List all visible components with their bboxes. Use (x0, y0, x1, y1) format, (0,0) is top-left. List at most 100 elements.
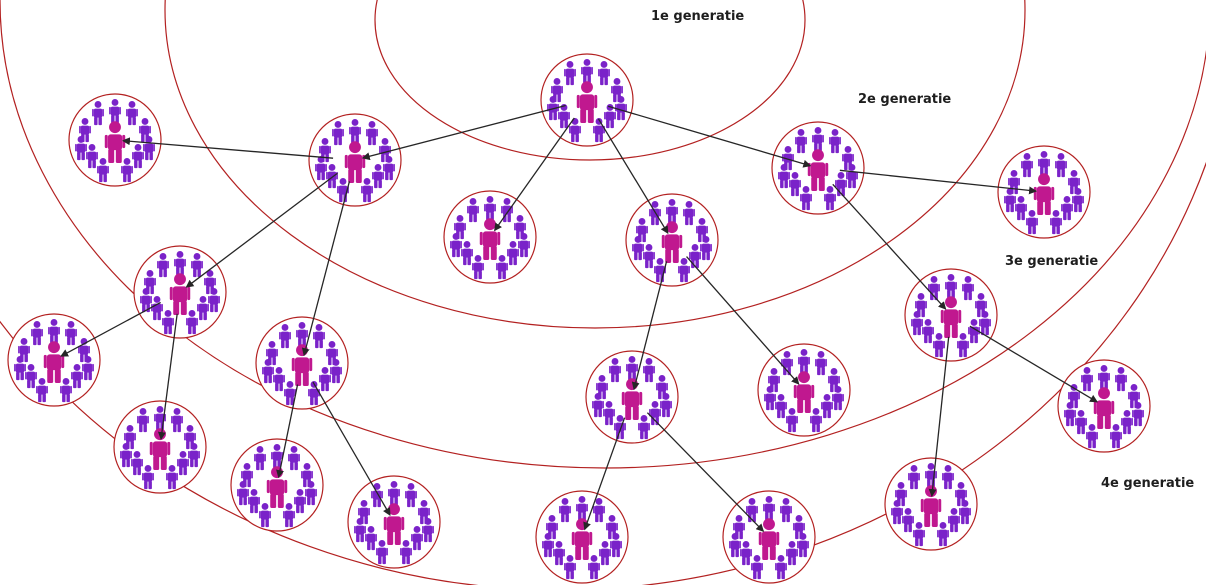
person-icon (928, 276, 940, 301)
person-icon (501, 198, 513, 223)
person-icon (337, 178, 349, 203)
person-icon (400, 540, 412, 565)
person-icon (450, 233, 462, 258)
person-icon (75, 136, 87, 161)
person-icon (775, 555, 787, 580)
person-icon (366, 121, 378, 146)
central-person-icon (920, 485, 942, 527)
connection-arrow (646, 412, 765, 532)
person-icon (137, 408, 149, 433)
person-icon (542, 533, 554, 558)
person-icon (957, 333, 969, 358)
person-icon (1110, 424, 1122, 449)
connection-arrow (494, 117, 575, 232)
person-icon (558, 104, 570, 129)
person-icon (376, 540, 388, 565)
person-icon (294, 489, 306, 514)
person-icon (660, 393, 672, 418)
central-person-icon (383, 503, 405, 545)
person-icon (188, 443, 200, 468)
person-icon (821, 394, 833, 419)
central-person-icon (661, 221, 683, 263)
person-icon (546, 515, 558, 540)
person-icon (472, 255, 484, 280)
generation-4-label: 4e generatie (1101, 476, 1195, 491)
person-icon (626, 356, 638, 381)
person-icon (610, 533, 622, 558)
people-group-6 (771, 121, 865, 215)
connection-arrow (631, 261, 668, 391)
person-icon (979, 311, 991, 336)
person-icon (197, 296, 209, 321)
central-person-icon (169, 273, 191, 315)
person-icon (308, 381, 320, 406)
person-icon (1026, 210, 1038, 235)
person-icon (157, 253, 169, 278)
person-icon (109, 99, 121, 124)
person-icon (248, 489, 260, 514)
people-group-5 (625, 193, 719, 287)
person-icon (1055, 153, 1067, 178)
person-icon (143, 136, 155, 161)
people-group-13 (347, 475, 441, 569)
person-icon (162, 310, 174, 335)
people-group-16 (904, 268, 998, 362)
central-person-icon (43, 341, 65, 383)
person-icon (271, 444, 283, 469)
person-icon (902, 508, 914, 533)
person-icon (638, 415, 650, 440)
person-icon (592, 393, 604, 418)
person-icon (349, 119, 361, 144)
person-icon (1064, 402, 1076, 427)
person-icon (372, 164, 384, 189)
person-icon (786, 541, 798, 566)
person-icon (775, 394, 787, 419)
people-group-4 (443, 190, 537, 284)
central-person-icon (940, 296, 962, 338)
person-icon (1038, 151, 1050, 176)
people-groups (7, 53, 1151, 584)
person-icon (740, 541, 752, 566)
generation-ring-2 (164, 0, 1026, 329)
person-icon (121, 158, 133, 183)
central-person-icon (758, 518, 780, 560)
connection-arrow (597, 118, 669, 235)
person-icon (797, 533, 809, 558)
person-icon (365, 526, 377, 551)
people-group-19 (535, 490, 629, 584)
person-icon (319, 367, 331, 392)
connection-arrow (276, 384, 299, 479)
person-icon (142, 465, 154, 490)
person-icon (388, 481, 400, 506)
connection-arrow (583, 417, 626, 531)
person-icon (14, 356, 26, 381)
person-icon (422, 518, 434, 543)
person-icon (315, 156, 327, 181)
person-icon (467, 198, 479, 223)
person-icon (764, 386, 776, 411)
person-icon (611, 78, 623, 103)
person-icon (120, 443, 132, 468)
person-icon (405, 483, 417, 508)
person-icon (729, 533, 741, 558)
person-icon (962, 276, 974, 301)
person-icon (174, 251, 186, 276)
person-icon (79, 118, 91, 143)
person-icon (71, 364, 83, 389)
person-icon (31, 321, 43, 346)
person-icon (1086, 424, 1098, 449)
central-person-icon (1033, 173, 1055, 215)
connection-arrow (157, 313, 178, 441)
person-icon (507, 241, 519, 266)
central-person-icon (1093, 387, 1115, 429)
person-icon (564, 61, 576, 86)
person-icon (204, 270, 216, 295)
person-icon (186, 310, 198, 335)
person-icon (569, 118, 581, 143)
person-icon (678, 258, 690, 283)
person-icon (1050, 210, 1062, 235)
person-icon (1115, 367, 1127, 392)
generation-ring-3 (0, 0, 1206, 469)
